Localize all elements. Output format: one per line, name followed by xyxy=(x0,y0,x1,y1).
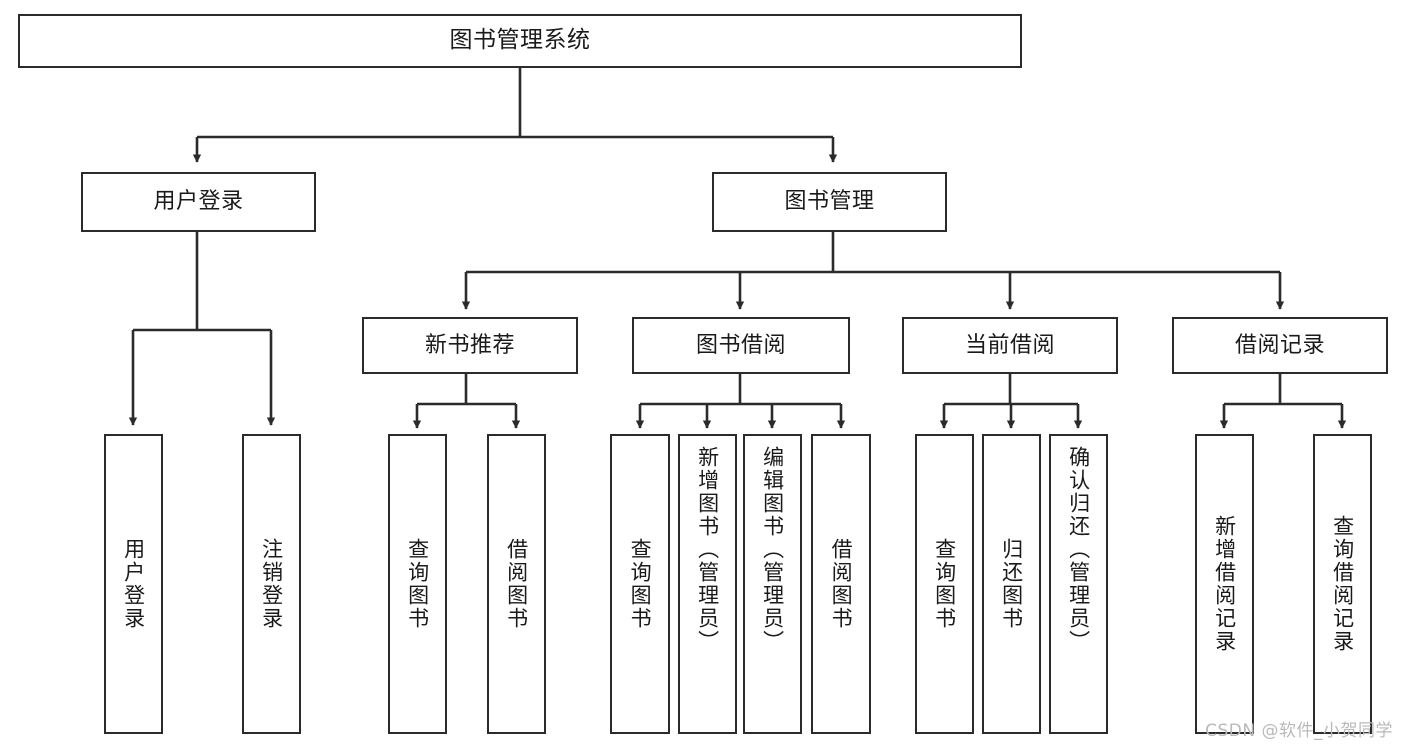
node-leaf-add-record[interactable]: 新增借阅记录 xyxy=(1195,434,1254,734)
node-leaf-query-book-2[interactable]: 查询图书 xyxy=(610,434,670,734)
node-leaf-query-record[interactable]: 查询借阅记录 xyxy=(1313,434,1372,734)
node-leaf-query-book-3[interactable]: 查询图书 xyxy=(915,434,974,734)
node-leaf-logout-login[interactable]: 注销登录 xyxy=(242,434,301,734)
node-leaf-confirm-return-label: 确认归还（管理员） xyxy=(1066,446,1091,653)
node-leaf-borrow-book-1-label: 借阅图书 xyxy=(504,538,529,630)
node-leaf-borrow-book-1[interactable]: 借阅图书 xyxy=(487,434,546,734)
node-leaf-query-book-1[interactable]: 查询图书 xyxy=(388,434,447,734)
node-new-book-rec[interactable]: 新书推荐 xyxy=(362,317,578,374)
node-root-system-label: 图书管理系统 xyxy=(449,27,591,54)
node-current-borrow[interactable]: 当前借阅 xyxy=(902,317,1118,374)
node-leaf-return-book[interactable]: 归还图书 xyxy=(982,434,1041,734)
node-current-borrow-label: 当前借阅 xyxy=(964,332,1055,358)
node-book-manage[interactable]: 图书管理 xyxy=(712,172,947,232)
node-root-system[interactable]: 图书管理系统 xyxy=(18,14,1022,68)
node-leaf-query-book-2-label: 查询图书 xyxy=(628,538,653,630)
node-leaf-confirm-return[interactable]: 确认归还（管理员） xyxy=(1049,434,1108,734)
node-leaf-add-record-label: 新增借阅记录 xyxy=(1212,515,1237,653)
node-leaf-return-book-label: 归还图书 xyxy=(999,538,1024,630)
node-leaf-query-book-3-label: 查询图书 xyxy=(932,538,957,630)
node-leaf-user-login[interactable]: 用户登录 xyxy=(104,434,163,734)
node-book-borrow[interactable]: 图书借阅 xyxy=(632,317,850,374)
node-leaf-logout-login-label: 注销登录 xyxy=(259,538,284,630)
node-user-login-label: 用户登录 xyxy=(153,189,244,215)
node-leaf-user-login-label: 用户登录 xyxy=(121,538,146,630)
node-borrow-record-label: 借阅记录 xyxy=(1234,332,1325,358)
csdn-watermark: CSDN @软件_小贺同学 xyxy=(1205,721,1393,741)
node-leaf-borrow-book-2[interactable]: 借阅图书 xyxy=(811,434,871,734)
node-leaf-edit-book-label: 编辑图书（管理员） xyxy=(760,446,785,653)
node-leaf-query-book-1-label: 查询图书 xyxy=(405,538,430,630)
node-leaf-edit-book[interactable]: 编辑图书（管理员） xyxy=(743,434,802,734)
node-leaf-add-book-label: 新增图书（管理员） xyxy=(695,446,720,653)
node-user-login[interactable]: 用户登录 xyxy=(81,172,316,232)
node-book-manage-label: 图书管理 xyxy=(784,189,875,215)
node-leaf-query-record-label: 查询借阅记录 xyxy=(1330,515,1355,653)
node-new-book-rec-label: 新书推荐 xyxy=(424,332,515,358)
node-book-borrow-label: 图书借阅 xyxy=(695,332,786,358)
node-borrow-record[interactable]: 借阅记录 xyxy=(1172,317,1388,374)
node-leaf-borrow-book-2-label: 借阅图书 xyxy=(829,538,854,630)
node-leaf-add-book[interactable]: 新增图书（管理员） xyxy=(678,434,737,734)
